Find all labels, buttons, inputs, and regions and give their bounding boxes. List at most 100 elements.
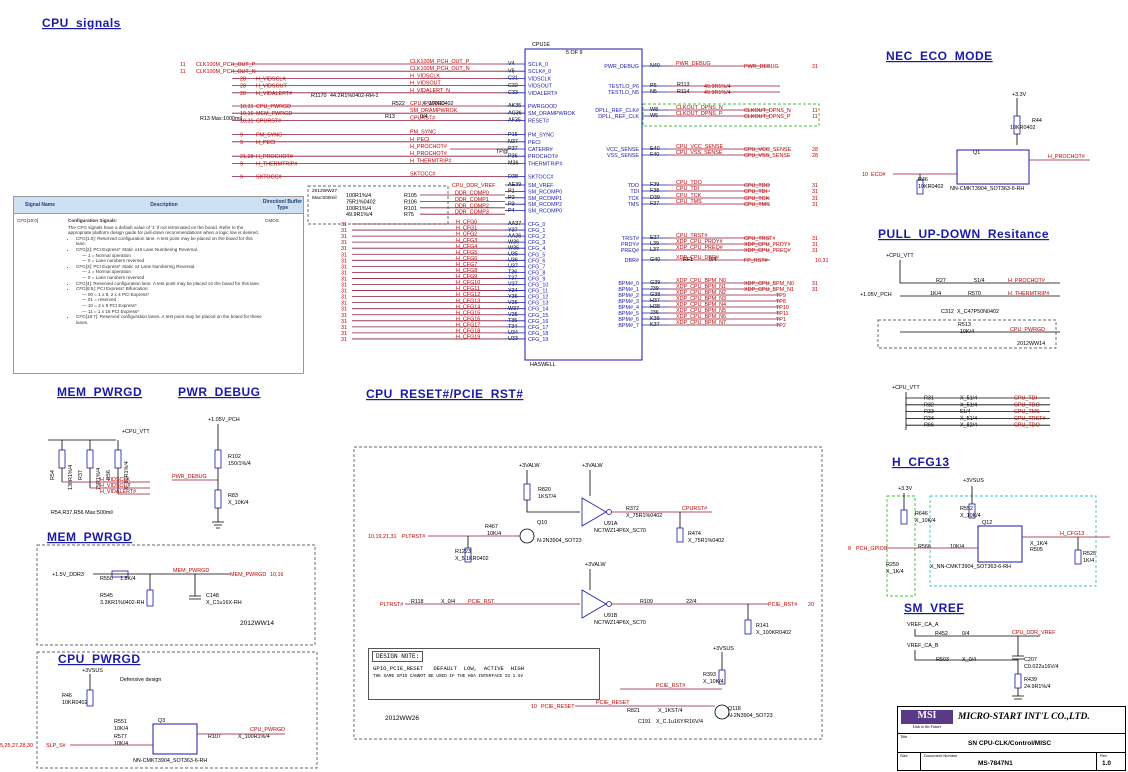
cpu-right-pin: BPM#_2 <box>618 293 639 299</box>
right-net-outer: XDP_CPU_BPM_N0 <box>744 281 794 287</box>
reset-u91b: U91B <box>604 613 618 619</box>
hcfg-r525: R525 <box>1083 551 1096 557</box>
cpu-left-pin: SM_VREF <box>528 183 554 189</box>
cfg-net-label: H_CFG3 <box>456 238 477 244</box>
sheet-title: SN CPU-CLK/Control/MISC <box>968 740 1052 747</box>
mem1-resistor-ref: R54 <box>50 470 56 480</box>
reset-q118: Q118 <box>728 706 741 712</box>
cfg-net-page: 31 <box>341 222 347 228</box>
logo-text: MSI <box>917 710 937 721</box>
right-net-outer: XDP_CPU_BPM_N1 <box>744 287 794 293</box>
jtag-net: CPU_TRST# <box>1014 416 1045 422</box>
rcomp-resistor-val: 49.9R1%/4 <box>346 212 373 218</box>
left-net-label: PM_SYNC <box>256 133 282 139</box>
reset-r820: R820 <box>538 487 551 493</box>
desc-list-item: CFG[3]: PCI Express* Static x4 Lane Numb… <box>76 264 262 270</box>
left-net-label: H_VIDALERT# <box>256 91 292 97</box>
right-net-inner: PWR_DEBUG <box>676 61 711 67</box>
right-net-page: 31 <box>812 64 818 70</box>
design-note-line2: THE SAME GPIO CANNOT BE USED IF THE HDA … <box>373 674 524 679</box>
pud-r27-val: 51/4 <box>974 278 985 284</box>
right-net-page: 31 <box>812 236 818 242</box>
cpu-name: HASWELL <box>530 362 556 368</box>
left-net-inner: PM_SYNC <box>410 130 436 136</box>
cpu-left-pin: SM_RCOMP1 <box>528 196 562 202</box>
left-net-page: 28 <box>240 84 246 90</box>
reset-u91b-part: NC7WZ14P6X_SC70 <box>594 620 646 626</box>
mem2-in: +1.5V_DDR3 <box>52 572 84 578</box>
hcfg-part: X_NN-CMKT3904_SOT363-6-RH <box>930 564 1011 570</box>
reset-pltrst2: PLTRST# <box>380 602 403 608</box>
r13-ref: R13 <box>385 114 395 120</box>
left-net-inner: CPU_PWRGD <box>410 101 445 107</box>
hcfg-r646: R646 <box>915 511 928 517</box>
smvref-c207: C207 <box>1024 657 1037 663</box>
reset-pcie-rst: PCIE_RST <box>468 599 495 605</box>
rcomp-note: 2012WW27 <box>312 188 337 194</box>
cpu-left-pin: CFG_14 <box>528 307 548 313</box>
reset-c191-val: X_C.1u16Y/R16V/4 <box>656 719 703 725</box>
right-net-outer: CPU_VCC_SENSE <box>744 147 791 153</box>
right-net-inner: CPU_VCC_SENSE <box>676 144 723 150</box>
right-net-inner: XDP_CPU_PREQ# <box>676 245 723 251</box>
jtag-net: CPU_TDO <box>1014 402 1040 408</box>
cpu-reset-block: +3VALW +3VALW +3VALW +3VSUS R820 1KST/4 … <box>353 446 823 740</box>
left-net-page: 28 <box>240 76 246 82</box>
cpu-left-pin: CFG_4 <box>528 246 545 252</box>
pwr-debug-block: +1.05V_PCH R102 150/1%/4 PWR_DEBUG R83 X… <box>172 417 251 529</box>
hcfg-r566: R566 <box>918 544 931 550</box>
right-net-page: 31 <box>812 242 818 248</box>
cell-direction: CMOS <box>265 218 279 223</box>
reset-r141-val: X_100KR0402 <box>756 630 791 636</box>
right-net-page: 10,31 <box>815 258 829 264</box>
cpu-right-pin: BPM#_1 <box>618 287 639 293</box>
desc-title: Configuration Signals: <box>68 218 118 223</box>
right-net-inner: XDP_CPU_BPM_N3 <box>676 296 726 302</box>
reset-r1223: R1223 <box>455 549 471 555</box>
right-net-outer: TP2 <box>776 323 786 329</box>
left-net-inner: H_VIDSCLK <box>410 73 440 79</box>
cpupwr-in-page: 5,25,27,28,30 <box>0 743 33 749</box>
hcfg-r566-val: 10K/4 <box>950 544 964 550</box>
cfg-net-page: 31 <box>341 325 347 331</box>
right-net-page: 31 <box>812 202 818 208</box>
cfg-net-label: H_CFG19 <box>456 335 480 341</box>
reset-pcie-rst2: PCIE_RST# <box>656 683 685 689</box>
mem2-net: MEM_PWRGD <box>173 568 209 574</box>
rcomp-block: 2012WW27 Max:500mil CPU_DDR_VREF 100R1%/… <box>307 183 505 225</box>
rcomp-resistor-ref: R105 <box>404 193 417 199</box>
rcomp-resistor-ref: R106 <box>404 199 417 205</box>
cpu-left-pin: CFG_18 <box>528 331 548 337</box>
cpu-left-pin: SM_DRAMPWROK <box>528 111 576 117</box>
cpu-left-pin: RESET# <box>528 118 549 124</box>
cpu-right-pin: TMS <box>628 202 640 208</box>
mem2-r550-val: 1.8K/4 <box>120 576 136 582</box>
cpu-left-pin: CFG_12 <box>528 295 548 301</box>
mem1-net: H_VIDSOUT <box>100 483 132 489</box>
reset-r1223-val: X_5.1KR0402 <box>455 556 489 562</box>
section-nec-eco-mode: NEC_ECO_MODE <box>886 49 993 63</box>
cpu-left-pin: VIDALERT# <box>528 91 557 97</box>
rev-label: Rev <box>1100 753 1108 758</box>
smvref-a: VREF_CA_A <box>907 622 939 628</box>
rcomp-resistor-ref: R75 <box>404 212 414 218</box>
cfg-net-page: 31 <box>341 246 347 252</box>
desc-list-item: — 10 = 2 x 8 PCI Express* <box>82 302 137 308</box>
reset-pcie-reset-page: 10 <box>531 704 537 710</box>
right-net-outer: CPU_VSS_SENSE <box>744 153 791 159</box>
cpupwr-r551-val: 10K/4 <box>114 726 128 732</box>
jtag-resistor-val: 51/4 <box>960 409 971 415</box>
company-name: MICRO-START INT'L CO.,LTD. <box>958 712 1090 722</box>
cpu-pwrgd-block: +3VSUS R46 10KR0402 Defensive design R55… <box>0 651 318 769</box>
hcfg-r525-val: 1K/4 <box>1083 558 1094 564</box>
nec-eco-page: 10 <box>862 172 868 178</box>
cpu-left-pin: CFG_19 <box>528 337 548 343</box>
r1170-val: 44.2R1%0402-RH-1 <box>330 93 379 99</box>
smvref-r452: R452 <box>935 631 948 637</box>
right-net-outer: TP8 <box>776 299 786 305</box>
mem2-c148: C148 <box>206 593 219 599</box>
right-net-inner: CLKOUT_DPNS_P <box>676 111 723 117</box>
logo-tagline: Link to the Future <box>912 725 942 729</box>
